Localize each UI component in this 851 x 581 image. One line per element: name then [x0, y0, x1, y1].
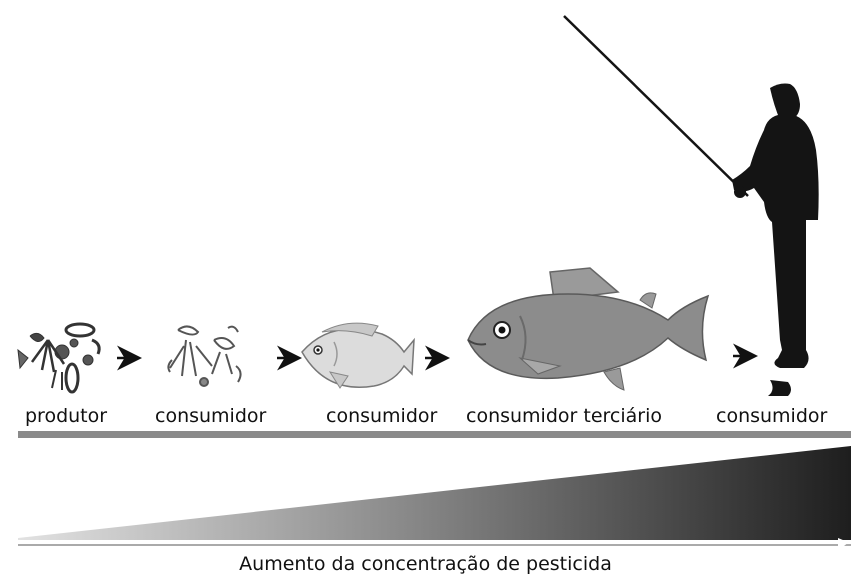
label-secondary-consumer: consumidor	[326, 405, 438, 427]
arrow-right-icon	[838, 538, 850, 548]
label-primary-consumer: consumidor	[155, 405, 267, 427]
caption: Aumento da concentração de pesticida	[239, 553, 612, 575]
baseline-bar	[18, 431, 851, 438]
small-fish-icon	[301, 322, 415, 389]
fisherman-icon	[563, 15, 819, 396]
label-producer: produtor	[25, 405, 108, 427]
label-tertiary-consumer: consumidor terciário	[466, 405, 662, 427]
concentration-wedge	[18, 446, 851, 540]
plankton-icon	[17, 322, 101, 394]
large-fish-icon	[467, 267, 710, 391]
label-top-consumer: consumidor	[716, 405, 828, 427]
zooplankton-icon	[167, 325, 242, 387]
